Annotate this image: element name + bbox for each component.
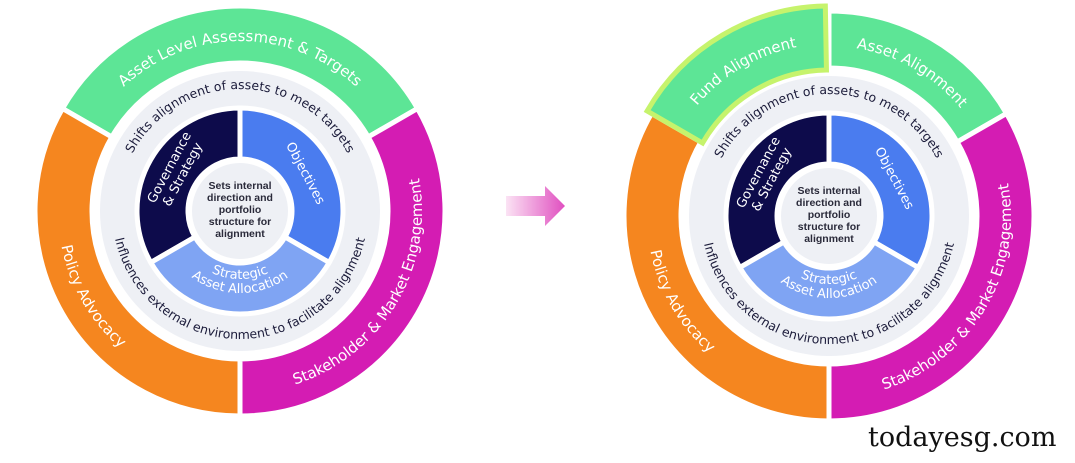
center-circle	[777, 164, 881, 268]
center-label-line: Sets internal	[797, 185, 860, 197]
center-label-line: structure for	[209, 216, 271, 228]
segment-fund-alignment	[643, 3, 829, 147]
center-label-line: alignment	[804, 233, 854, 245]
center-label-line: direction and	[207, 192, 273, 204]
label-strategic: Strategic	[799, 268, 859, 288]
label-strategic-text: Strategic	[210, 263, 270, 283]
center-label-line: direction and	[796, 197, 862, 209]
center-label-line: portfolio	[808, 209, 851, 221]
center-label-line: structure for	[798, 221, 860, 233]
label-strategic-text: Strategic	[799, 268, 859, 288]
segment-stakeholder-engagement	[826, 110, 1037, 424]
label-strategic: Strategic	[210, 263, 270, 283]
center-label-line: portfolio	[219, 204, 262, 216]
center-label-line: alignment	[215, 228, 265, 240]
segment-asset-level-assessment	[59, 3, 421, 141]
segment-stakeholder-engagement	[237, 105, 448, 419]
center-label-line: Sets internal	[208, 180, 271, 192]
segment-policy-advocacy	[32, 105, 243, 419]
center-circle	[188, 159, 292, 263]
transition-arrow-icon	[506, 186, 565, 226]
watermark: todayesg.com	[868, 422, 1057, 453]
segment-policy-advocacy	[621, 110, 832, 424]
